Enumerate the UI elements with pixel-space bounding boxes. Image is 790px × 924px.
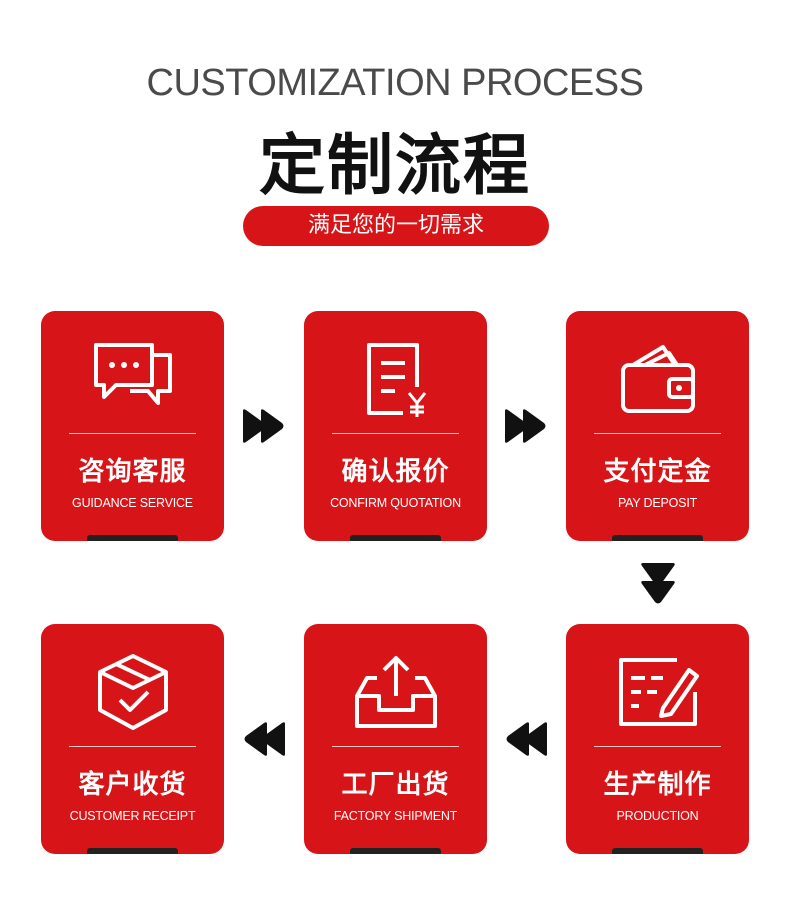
card-tab [612,535,703,541]
step-card-pay-deposit: 支付定金 PAY DEPOSIT [566,311,749,541]
shipment-box-icon [354,656,437,728]
step-en-label: FACTORY SHIPMENT [333,809,458,823]
card-divider [594,746,721,747]
production-form-icon [618,658,699,726]
chat-bubbles-icon [93,343,172,405]
double-arrow-down-icon [641,563,675,604]
step-cn-label: 客户收货 [78,770,187,800]
card-tab [350,535,441,541]
step-card-factory-shipment: 工厂出货 FACTORY SHIPMENT [304,624,487,854]
step-card-production: 生产制作 PRODUCTION [566,624,749,854]
en-title: CUSTOMIZATION PROCESS [146,62,644,104]
wallet-icon [620,345,695,413]
double-arrow-right-icon [505,409,546,443]
double-arrow-left-icon [244,722,285,756]
page-title: 定制流程 [259,127,531,204]
quotation-document-icon [366,343,426,417]
step-cn-label: 生产制作 [603,770,712,800]
step-card-confirm-quotation: 确认报价 CONFIRM QUOTATION [304,311,487,541]
step-cn-label: 咨询客服 [78,457,187,487]
step-cn-label: 支付定金 [603,457,712,487]
card-tab [87,848,178,854]
card-tab [612,848,703,854]
step-en-label: PAY DEPOSIT [617,496,698,510]
card-tab [350,848,441,854]
step-en-label: PRODUCTION [616,809,699,823]
subtitle-pill: 满足您的一切需求 [243,206,549,246]
card-divider [332,433,459,434]
step-en-label: GUIDANCE SERVICE [72,496,193,510]
card-divider [332,746,459,747]
step-en-label: CUSTOMER RECEIPT [69,809,196,823]
step-cn-label: 工厂出货 [341,770,450,800]
receipt-cube-icon [97,654,168,730]
step-card-customer-receipt: 客户收货 CUSTOMER RECEIPT [41,624,224,854]
step-cn-label: 确认报价 [341,457,450,487]
card-tab [87,535,178,541]
double-arrow-right-icon [243,409,284,443]
step-en-label: CONFIRM QUOTATION [330,496,461,510]
card-divider [69,746,196,747]
step-card-guidance-service: 咨询客服 GUIDANCE SERVICE [41,311,224,541]
card-divider [69,433,196,434]
card-divider [594,433,721,434]
double-arrow-left-icon [506,722,547,756]
